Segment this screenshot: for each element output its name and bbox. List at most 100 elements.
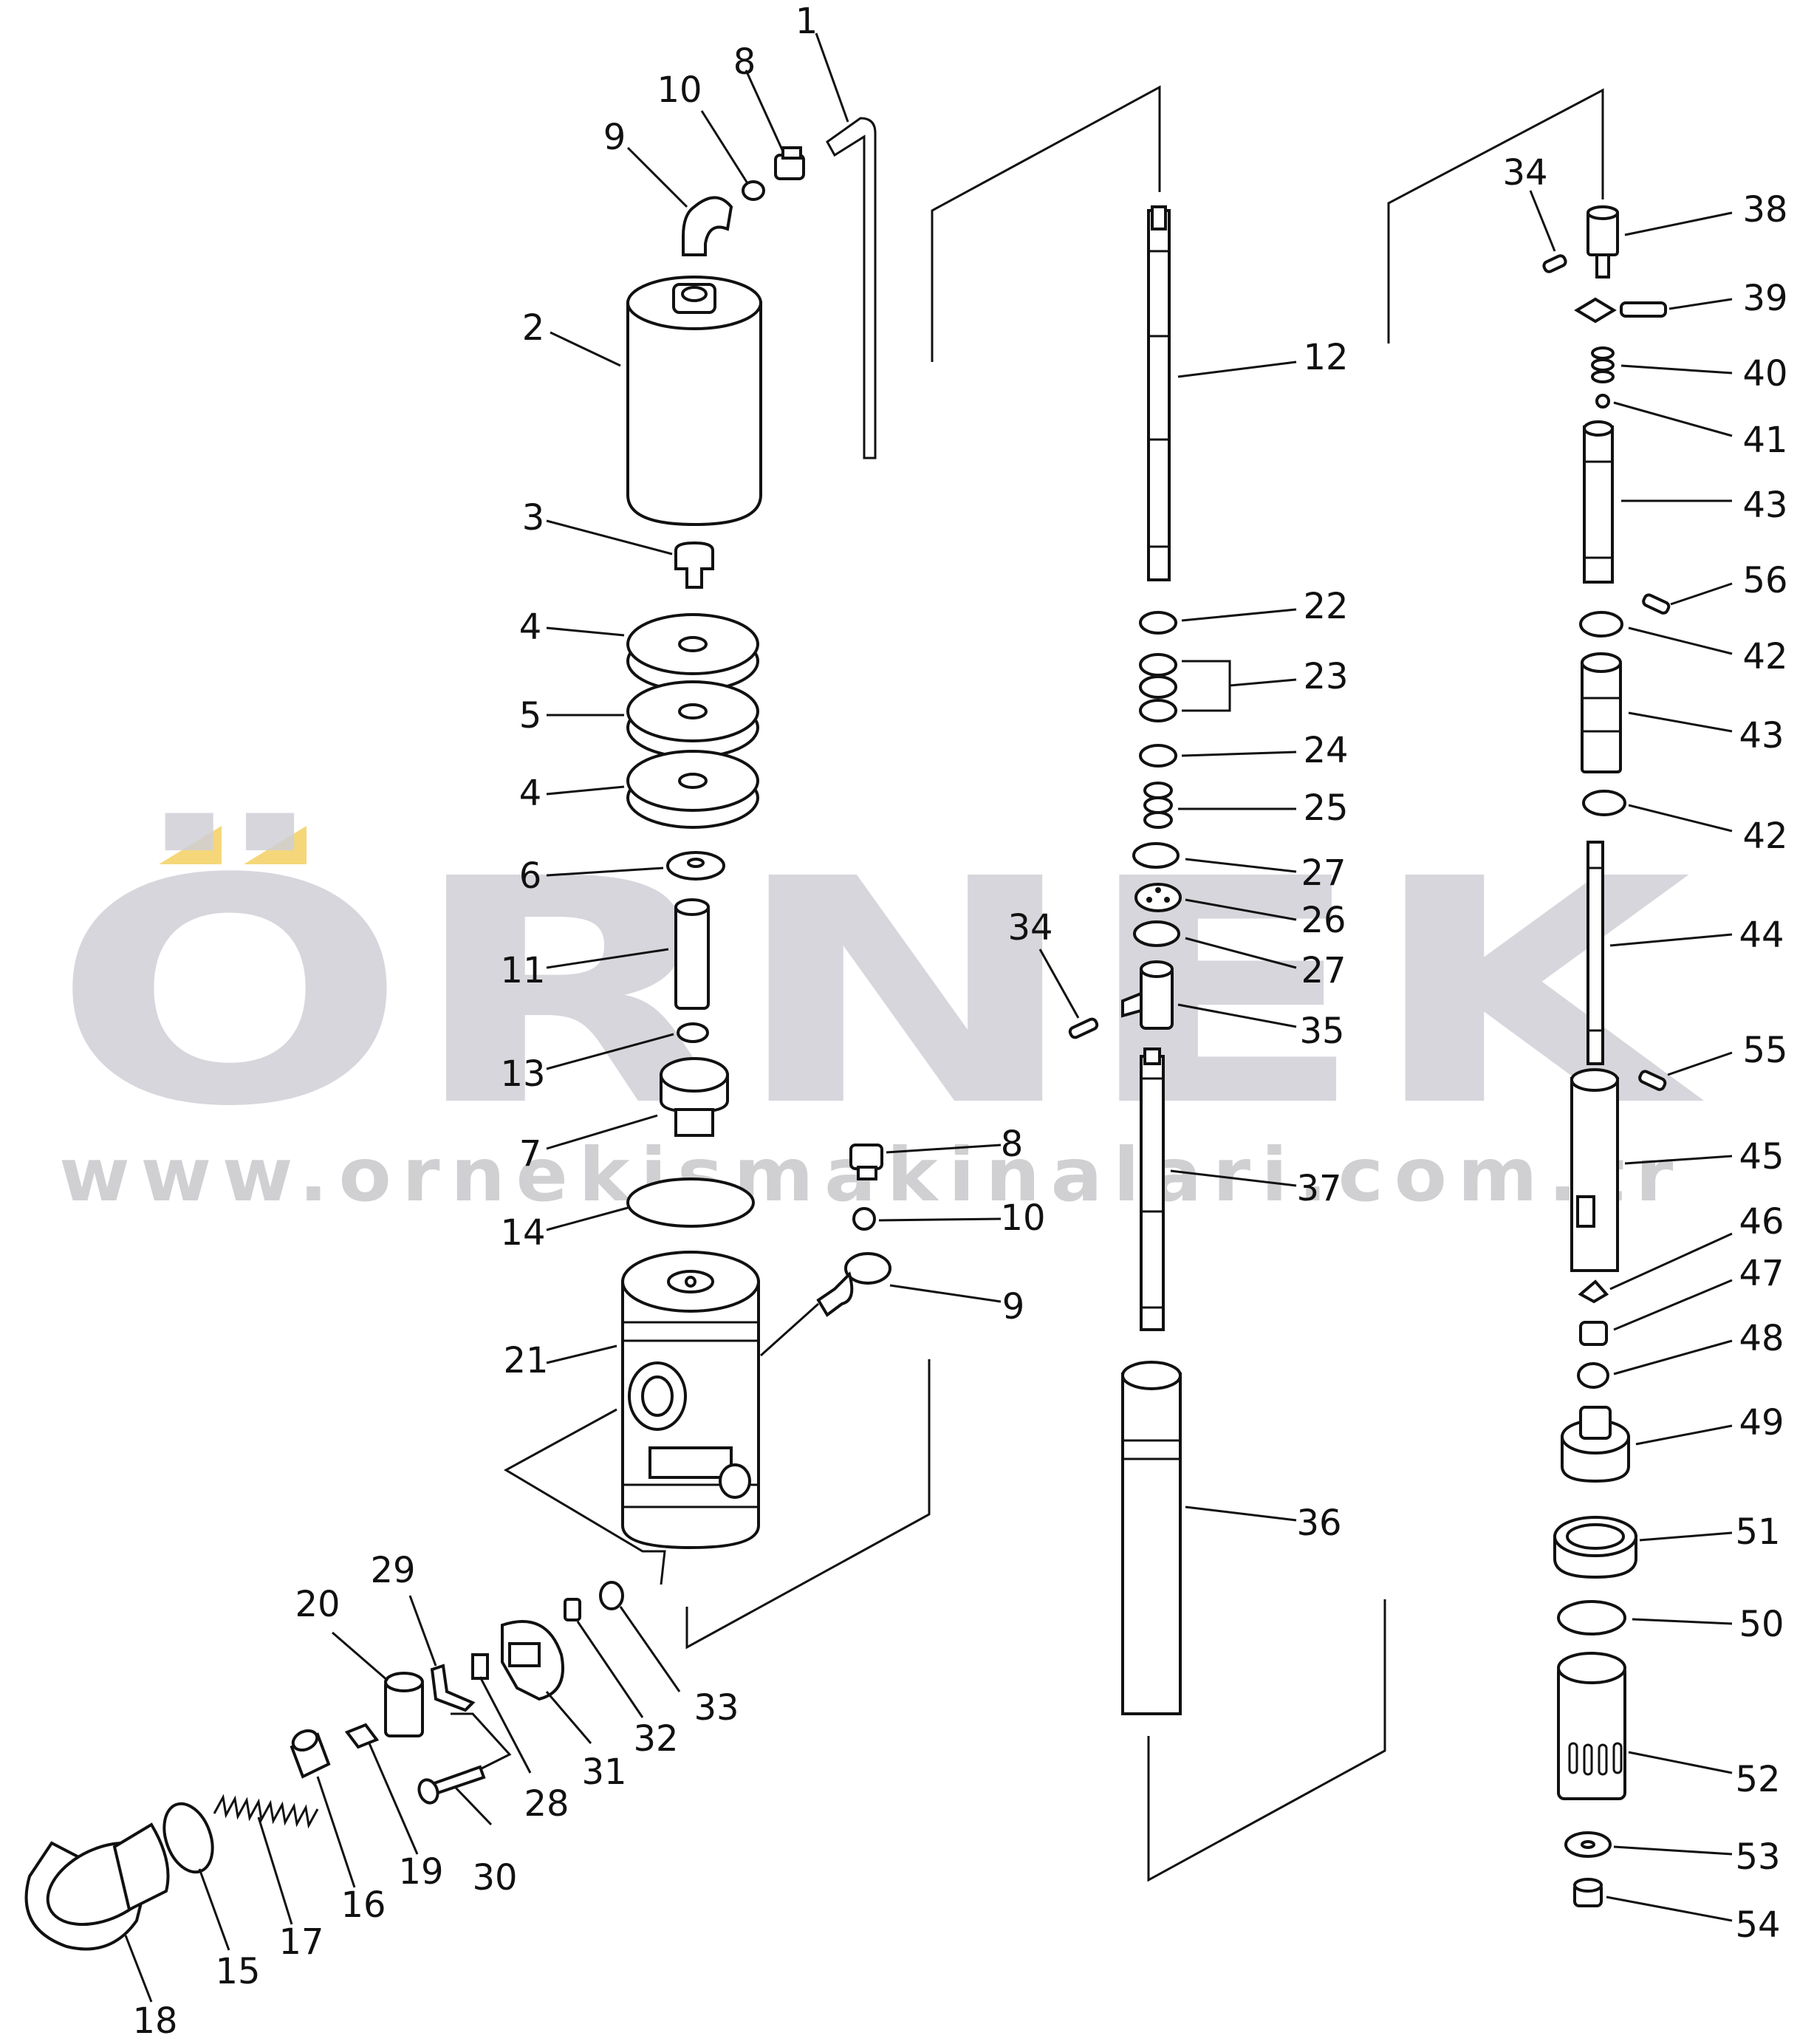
part-3-plug <box>674 541 714 589</box>
part-41-ball <box>1595 394 1610 409</box>
label-part-27-upper: 27 <box>1301 852 1346 894</box>
part-12-rod <box>1147 205 1171 581</box>
label-part-25: 25 <box>1303 787 1348 829</box>
part-19-key <box>344 1723 380 1749</box>
part-48 <box>1577 1362 1609 1389</box>
label-part-42-lower: 42 <box>1742 816 1787 857</box>
label-part-13: 13 <box>500 1053 545 1095</box>
label-part-47: 47 <box>1739 1253 1784 1294</box>
watermark-brand: ÖRNEK <box>52 810 1707 1175</box>
label-part-38: 38 <box>1742 189 1787 230</box>
lever-bracket <box>451 1712 512 1771</box>
label-part-42-upper: 42 <box>1742 636 1787 677</box>
middle-bracket-bottom <box>1147 1599 1386 1882</box>
part-31-plate <box>501 1620 564 1701</box>
label-part-41: 41 <box>1742 420 1787 461</box>
part-44-rod <box>1587 841 1604 1065</box>
part-54-nut <box>1573 1878 1603 1907</box>
label-part-17: 17 <box>278 1921 324 1963</box>
label-part-4-upper: 4 <box>519 606 542 648</box>
part-30-screw <box>417 1765 486 1805</box>
label-part-49: 49 <box>1739 1402 1784 1443</box>
part-52-housing <box>1557 1652 1626 1800</box>
label-part-52: 52 <box>1735 1759 1780 1800</box>
assembly-bracket-left <box>503 1408 666 1585</box>
label-part-9-lower: 9 <box>1002 1286 1025 1327</box>
part-47 <box>1579 1321 1608 1346</box>
label-part-19: 19 <box>398 1851 443 1893</box>
label-part-4-lower: 4 <box>519 773 542 814</box>
part-8-fitting-lower <box>849 1144 883 1180</box>
label-part-3: 3 <box>522 497 545 539</box>
assembly-bracket-center <box>685 1359 931 1650</box>
label-part-15: 15 <box>215 1951 260 1992</box>
label-part-27-lower: 27 <box>1301 950 1346 991</box>
part-27-ring-upper <box>1132 842 1180 869</box>
label-part-43-lower: 43 <box>1739 715 1784 756</box>
part-35-coupling <box>1121 960 1174 1030</box>
part-40-spring <box>1591 346 1615 383</box>
part-4-disc-lower <box>626 750 759 829</box>
label-part-14: 14 <box>500 1212 545 1254</box>
part-6-washer <box>666 851 725 881</box>
watermark-umlaut-right <box>244 826 307 864</box>
part-39-cross <box>1574 297 1667 324</box>
middle-bracket-top <box>931 85 1161 362</box>
part-24-washer <box>1139 744 1177 768</box>
part-27-ring-lower <box>1133 920 1180 947</box>
label-part-8-lower: 8 <box>1001 1124 1024 1165</box>
part-2-cylinder <box>626 276 762 527</box>
part-10-lower <box>852 1207 876 1231</box>
part-21-body <box>621 1251 760 1550</box>
label-part-1: 1 <box>795 1 818 42</box>
label-part-48: 48 <box>1739 1318 1784 1359</box>
label-part-9-top: 9 <box>603 117 626 158</box>
label-part-34-right: 34 <box>1502 152 1547 194</box>
part-56-pin <box>1642 593 1671 615</box>
part-10-top <box>742 180 765 201</box>
label-part-8-top: 8 <box>733 41 756 83</box>
part-13-oring <box>677 1022 709 1043</box>
part-11-pin <box>674 898 710 1010</box>
part-16-sleeve <box>290 1729 331 1779</box>
label-part-35: 35 <box>1299 1011 1344 1052</box>
label-part-23: 23 <box>1303 656 1348 697</box>
label-part-53: 53 <box>1735 1836 1780 1878</box>
label-part-2: 2 <box>522 307 545 349</box>
part-17-spring <box>213 1794 319 1829</box>
part-9-elbow-top <box>682 196 733 256</box>
part-51-nut <box>1553 1516 1637 1579</box>
watermark-umlaut-left <box>159 826 222 864</box>
part-5-disc <box>626 680 759 759</box>
part-7-nut <box>660 1057 729 1137</box>
part-32 <box>564 1598 581 1621</box>
label-part-6: 6 <box>519 855 542 897</box>
label-part-43-upper: 43 <box>1742 485 1787 526</box>
part-18-cap <box>24 1822 170 1951</box>
part-43-upper-shaft <box>1583 420 1614 584</box>
label-part-45: 45 <box>1739 1136 1784 1177</box>
part-26-disc <box>1134 883 1182 912</box>
part-42-washer-upper <box>1579 611 1623 638</box>
part-34-pin-middle <box>1068 1017 1099 1039</box>
label-part-37: 37 <box>1296 1168 1341 1209</box>
watermark: ÖRNEK www.ornekismakinalari.com.tr <box>52 810 1707 1218</box>
label-part-28: 28 <box>524 1783 569 1825</box>
label-part-56: 56 <box>1742 560 1787 601</box>
label-part-10-lower: 10 <box>1000 1197 1045 1239</box>
label-part-26: 26 <box>1301 900 1346 941</box>
part-34-pin-right <box>1542 254 1567 273</box>
label-part-31: 31 <box>581 1751 626 1793</box>
label-part-10-top: 10 <box>657 69 702 111</box>
part-38-head <box>1587 205 1619 278</box>
part-49-cap <box>1561 1406 1630 1483</box>
part-45-sleeve <box>1570 1068 1619 1272</box>
part-4-disc-upper <box>626 613 759 692</box>
part-36-tube <box>1121 1361 1182 1715</box>
part-33 <box>599 1581 624 1610</box>
label-part-18: 18 <box>132 2000 177 2042</box>
label-part-44: 44 <box>1739 915 1784 956</box>
part-37-shaft <box>1140 1047 1165 1331</box>
right-bracket-top <box>1387 88 1604 343</box>
